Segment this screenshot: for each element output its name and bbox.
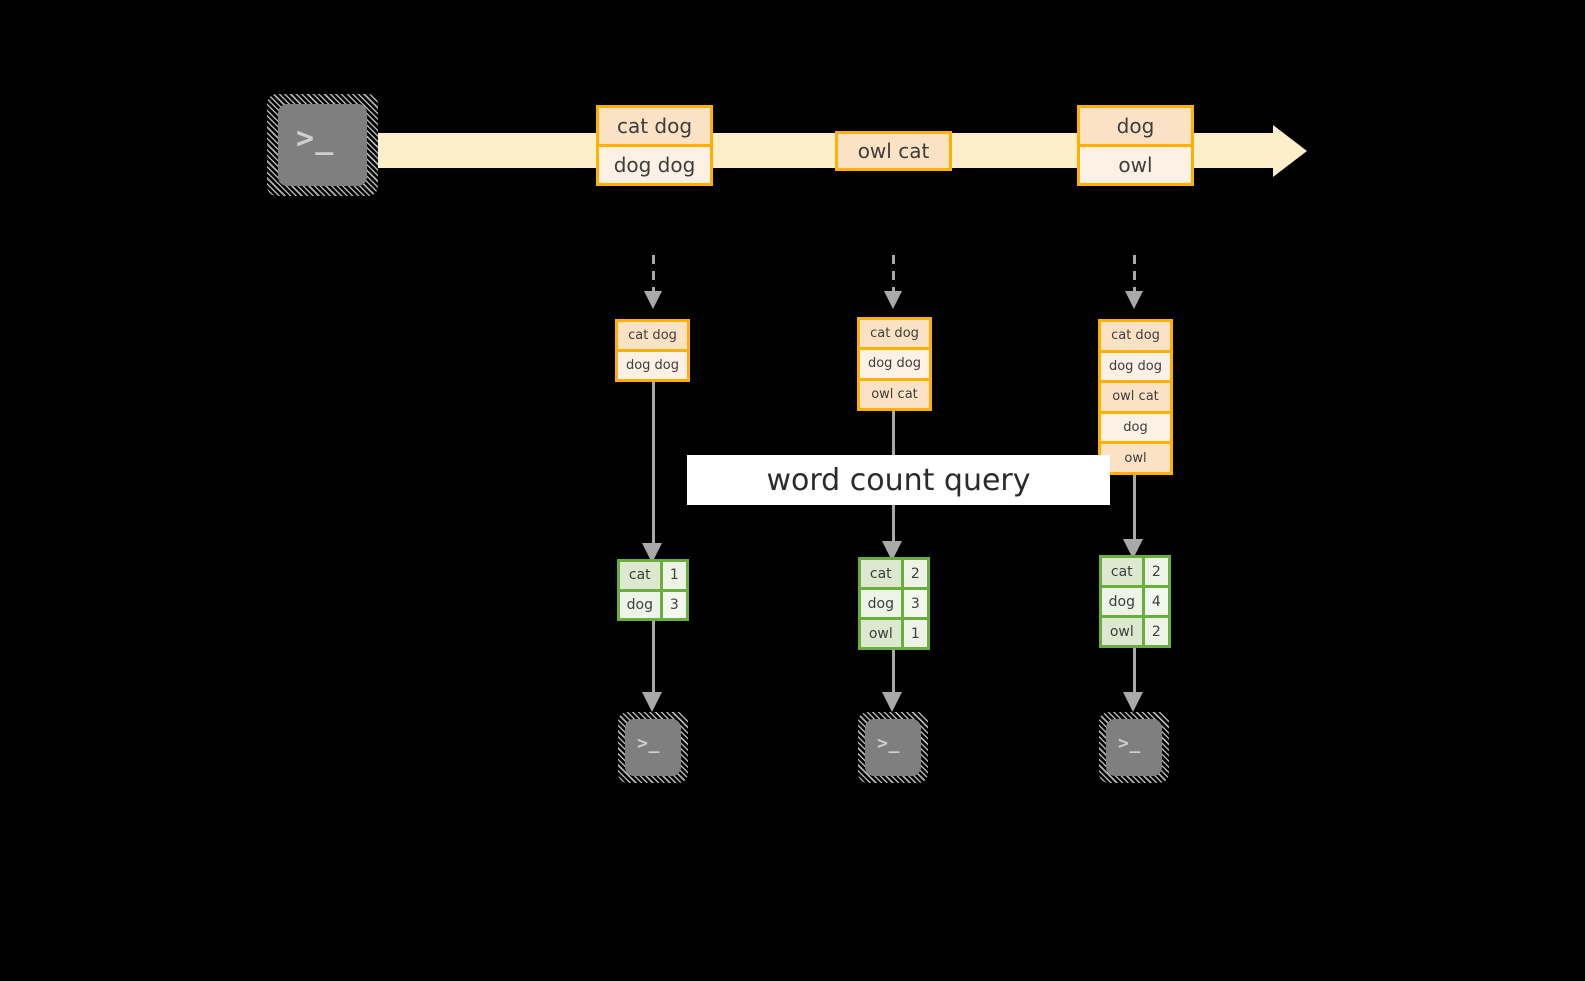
table-row: cat 2 xyxy=(1102,558,1168,585)
snapshot-3-result-word-3: owl xyxy=(1102,618,1142,645)
snapshot-2-input-line-2: dog dog xyxy=(860,347,929,378)
snapshot-2-sink-arrowhead xyxy=(882,692,902,712)
table-row: owl 2 xyxy=(1102,615,1168,645)
snapshot-3-input-line-2: dog dog xyxy=(1101,349,1170,381)
snapshot-3-feed-arrowhead xyxy=(1125,291,1143,309)
snapshot-3-result-count-3: 2 xyxy=(1141,618,1168,645)
stream-event-1-line-2: dog dog xyxy=(599,144,710,183)
snapshot-3-input[interactable]: cat dog dog dog owl cat dog owl xyxy=(1098,319,1173,475)
snapshot-2-sink-terminal-icon[interactable]: >_ xyxy=(858,712,928,783)
snapshot-2-input[interactable]: cat dog dog dog owl cat xyxy=(857,317,932,411)
table-row: dog 4 xyxy=(1102,585,1168,615)
snapshot-2-result-word-3: owl xyxy=(861,620,901,647)
terminal-body xyxy=(865,719,921,776)
snapshot-3-result-word-2: dog xyxy=(1102,588,1142,615)
stream-event-3-line-1: dog xyxy=(1080,108,1191,144)
stream-event-1[interactable]: cat dog dog dog xyxy=(596,105,713,186)
snapshot-1-input-line-1: cat dog xyxy=(618,322,687,349)
snapshot-2-result-count-2: 3 xyxy=(900,590,927,617)
table-row: owl 1 xyxy=(861,617,927,647)
snapshot-2-query-arrowhead xyxy=(882,541,902,561)
snapshot-1-result-word-1: cat xyxy=(620,562,660,589)
snapshot-1-sink-arrow-shaft xyxy=(652,621,655,696)
snapshot-3-input-line-5: owl xyxy=(1101,441,1170,472)
terminal-body xyxy=(278,104,367,186)
terminal-body xyxy=(1106,719,1162,776)
snapshot-1-result-word-2: dog xyxy=(620,591,660,618)
snapshot-3-result-word-1: cat xyxy=(1102,558,1142,585)
snapshot-2-result-word-2: dog xyxy=(861,590,901,617)
snapshot-1-sink-arrowhead xyxy=(642,692,662,712)
terminal-body xyxy=(625,719,681,776)
snapshot-2-result-table[interactable]: cat 2 dog 3 owl 1 xyxy=(858,557,930,650)
snapshot-1-query-arrow-shaft xyxy=(652,382,655,547)
snapshot-3-result-table[interactable]: cat 2 dog 4 owl 2 xyxy=(1099,555,1171,648)
table-row: cat 2 xyxy=(861,560,927,587)
snapshot-3-sink-terminal-icon[interactable]: >_ xyxy=(1099,712,1169,783)
snapshot-3-feed-dash xyxy=(1133,255,1136,293)
query-label: word count query xyxy=(687,455,1110,505)
stream-event-2-line-1: owl cat xyxy=(838,134,949,168)
snapshot-1-input[interactable]: cat dog dog dog xyxy=(615,319,690,382)
stream-event-3[interactable]: dog owl xyxy=(1077,105,1194,186)
snapshot-2-feed-arrowhead xyxy=(884,291,902,309)
snapshot-1-result-count-1: 1 xyxy=(659,562,686,589)
stream-event-3-line-2: owl xyxy=(1080,144,1191,183)
snapshot-1-query-arrowhead xyxy=(642,543,662,563)
terminal-prompt-glyph: >_ xyxy=(637,733,661,754)
stream-event-2[interactable]: owl cat xyxy=(835,131,952,171)
snapshot-2-result-count-3: 1 xyxy=(900,620,927,647)
table-row: dog 3 xyxy=(861,587,927,617)
table-row: cat 1 xyxy=(620,562,686,589)
snapshot-3-input-line-3: owl cat xyxy=(1101,380,1170,411)
source-terminal-icon[interactable]: >_ xyxy=(267,94,378,196)
snapshot-1-feed-dash xyxy=(652,255,655,293)
table-row: dog 3 xyxy=(620,588,686,618)
snapshot-3-sink-arrow-shaft xyxy=(1133,648,1136,696)
snapshot-3-result-count-1: 2 xyxy=(1141,558,1168,585)
snapshot-3-query-arrow-shaft xyxy=(1133,475,1136,543)
terminal-prompt-glyph: >_ xyxy=(296,121,335,156)
snapshot-2-sink-arrow-shaft xyxy=(892,650,895,696)
snapshot-3-result-count-2: 4 xyxy=(1141,588,1168,615)
snapshot-2-result-word-1: cat xyxy=(861,560,901,587)
snapshot-3-sink-arrowhead xyxy=(1123,692,1143,712)
snapshot-2-input-line-1: cat dog xyxy=(860,320,929,348)
snapshot-1-feed-arrowhead xyxy=(644,291,662,309)
stream-arrow-head xyxy=(1273,125,1307,177)
snapshot-2-input-line-3: owl cat xyxy=(860,377,929,408)
snapshot-2-feed-dash xyxy=(892,255,895,293)
terminal-prompt-glyph: >_ xyxy=(1118,733,1142,754)
snapshot-1-sink-terminal-icon[interactable]: >_ xyxy=(618,712,688,783)
snapshot-2-result-count-1: 2 xyxy=(900,560,927,587)
snapshot-3-input-line-1: cat dog xyxy=(1101,322,1170,350)
snapshot-3-input-line-4: dog xyxy=(1101,410,1170,442)
snapshot-1-input-line-2: dog dog xyxy=(618,349,687,379)
snapshot-1-result-table[interactable]: cat 1 dog 3 xyxy=(617,559,689,621)
stream-event-1-line-1: cat dog xyxy=(599,108,710,144)
terminal-prompt-glyph: >_ xyxy=(877,733,901,754)
snapshot-3-query-arrowhead xyxy=(1123,539,1143,559)
snapshot-1-result-count-2: 3 xyxy=(659,591,686,618)
